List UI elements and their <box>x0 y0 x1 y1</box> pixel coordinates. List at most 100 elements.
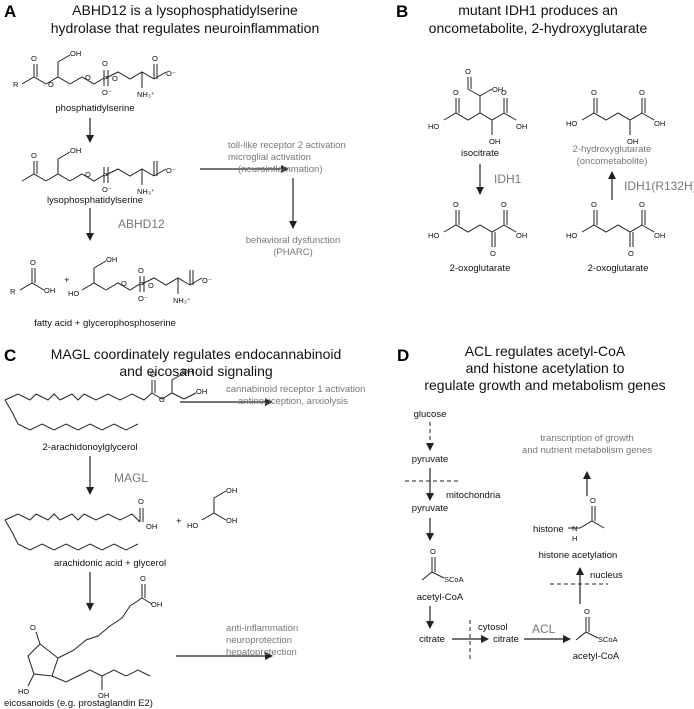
atom-o: O <box>140 574 146 583</box>
atom-o: O <box>501 88 507 97</box>
atom-p: P <box>139 280 144 289</box>
glycerol-structure: HO OH OH <box>187 486 237 530</box>
panel-b-title-line1: mutant IDH1 produces an <box>458 2 618 18</box>
atom-o: O <box>121 279 127 288</box>
text-neuroprotection: neuroprotection <box>226 635 292 646</box>
atom-oh: OH <box>106 255 117 264</box>
atom-o-minus: O⁻ <box>166 69 176 78</box>
atom-o: O <box>138 497 144 506</box>
label-citrate-2: citrate <box>493 634 519 645</box>
label-eicosanoids: eicosanoids (e.g. prostaglandin E2) <box>4 698 153 709</box>
atom-oh: OH <box>516 231 527 240</box>
text-pharc: (PHARC) <box>273 247 313 258</box>
enzyme-magl: MAGL <box>114 471 148 485</box>
atom-o: O <box>591 88 597 97</box>
oxoglutarate-left-structure: HO O O O OH <box>428 200 527 258</box>
panel-d-title-line3: regulate growth and metabolism genes <box>424 377 665 393</box>
atom-o: O <box>48 80 54 89</box>
label-oncometabolite: (oncometabolite) <box>577 156 648 167</box>
text-transcription-line1: transcription of growth <box>540 433 633 444</box>
label-nucleus: nucleus <box>590 570 623 581</box>
atom-o: O <box>430 547 436 556</box>
atom-o: O <box>148 281 154 290</box>
label-acetyl-coa-1: acetyl-CoA <box>417 592 464 603</box>
atom-oh: OH <box>627 137 638 146</box>
text-hepatoprotection: hepatoprotection <box>226 647 297 658</box>
panel-c: C MAGL coordinately regulates endocannab… <box>4 346 365 709</box>
acetyl-coa-structure-2: O SCoA <box>575 607 618 644</box>
enzyme-idh1: IDH1 <box>494 172 522 186</box>
atom-o: O <box>639 200 645 209</box>
panel-c-title-line1: MAGL coordinately regulates endocannabin… <box>51 346 342 362</box>
atom-h: H <box>572 534 577 543</box>
atom-nh3: NH₃⁺ <box>173 296 191 305</box>
lysophosphatidylserine-structure: O OH O P O⁻ O⁻ NH₃⁺ <box>21 146 176 196</box>
atom-ho: HO <box>566 119 577 128</box>
atom-oh: OH <box>98 691 109 700</box>
label-lysophosphatidylserine: lysophosphatidylserine <box>47 195 143 206</box>
panel-a-letter: A <box>4 2 16 21</box>
label-fatty-acid-glycerophosphoserine: fatty acid + glycerophosphoserine <box>34 318 176 329</box>
atom-o: O <box>453 200 459 209</box>
panel-d-title-line2: and histone acetylation to <box>466 360 625 376</box>
panel-a-title-line2: hydrolase that regulates neuroinflammati… <box>51 20 320 36</box>
atom-o: O <box>453 88 459 97</box>
atom-o: O <box>159 395 165 404</box>
atom-oh: OH <box>182 367 193 376</box>
text-anti-inflammation: anti-inflammation <box>226 623 298 634</box>
atom-oh: OH <box>151 600 162 609</box>
atom-o: O <box>102 59 108 68</box>
panel-b-title-line2: oncometabolite, 2-hydroxyglutarate <box>429 20 648 36</box>
atom-o: O <box>85 73 91 82</box>
plus-sign: + <box>176 516 182 527</box>
panel-c-letter: C <box>4 346 16 365</box>
label-isocitrate: isocitrate <box>461 148 499 159</box>
prostaglandin-e2-structure: O O OH HO OH <box>18 574 162 700</box>
atom-oh: OH <box>492 85 503 94</box>
panel-a-title-line1: ABHD12 is a lysophosphatidylserine <box>72 2 298 18</box>
atom-oh: OH <box>44 286 55 295</box>
atom-o: O <box>152 54 158 63</box>
oxoglutarate-right-structure: HO O O O OH <box>566 200 665 258</box>
text-behavioral-dysfunction: behavioral dysfunction <box>246 235 341 246</box>
atom-ho: HO <box>18 687 29 696</box>
label-arachidonic-acid-glycerol: arachidonic acid + glycerol <box>54 558 166 569</box>
text-antinociception: antinociception, anxiolysis <box>238 396 348 407</box>
atom-oh: OH <box>226 486 237 495</box>
atom-o: O <box>591 200 597 209</box>
enzyme-acl: ACL <box>532 622 556 636</box>
label-mitochondria: mitochondria <box>446 490 501 501</box>
label-citrate-1: citrate <box>419 634 445 645</box>
panel-d: D ACL regulates acetyl-CoA and histone a… <box>397 343 666 662</box>
atom-scoa: SCoA <box>598 635 618 644</box>
panel-d-letter: D <box>397 346 409 365</box>
arachidonic-acid-structure: O OH + <box>4 497 182 551</box>
atom-o: O <box>501 200 507 209</box>
label-oxoglutarate-right: 2-oxoglutarate <box>588 263 649 274</box>
atom-o-minus: O⁻ <box>102 185 112 194</box>
atom-o: O <box>584 607 590 616</box>
atom-ho: HO <box>428 122 439 131</box>
atom-oh: OH <box>489 137 500 146</box>
text-cb1-activation: cannabinoid receptor 1 activation <box>226 384 365 395</box>
panel-b-letter: B <box>396 2 408 21</box>
atom-p: P <box>103 171 108 180</box>
atom-o-minus: O⁻ <box>102 88 112 97</box>
fatty-acid-structure: R O OH + <box>10 258 70 296</box>
label-oxoglutarate-left: 2-oxoglutarate <box>450 263 511 274</box>
label-histone-acetylation: histone acetylation <box>539 550 618 561</box>
label-pyruvate-1: pyruvate <box>412 454 448 465</box>
atom-o: O <box>85 170 91 179</box>
atom-o: O <box>465 67 471 76</box>
atom-oh: OH <box>146 522 157 531</box>
atom-r: R <box>13 80 19 89</box>
atom-oh: OH <box>70 146 81 155</box>
enzyme-idh1-r132h: IDH1(R132H) <box>624 179 694 193</box>
atom-o: O <box>150 370 156 379</box>
label-pyruvate-2: pyruvate <box>412 503 448 514</box>
label-histone: histone <box>533 524 564 535</box>
atom-o: O <box>31 54 37 63</box>
acetyl-coa-structure-1: O SCoA <box>421 547 464 584</box>
atom-nh3: NH₃⁺ <box>137 187 155 196</box>
